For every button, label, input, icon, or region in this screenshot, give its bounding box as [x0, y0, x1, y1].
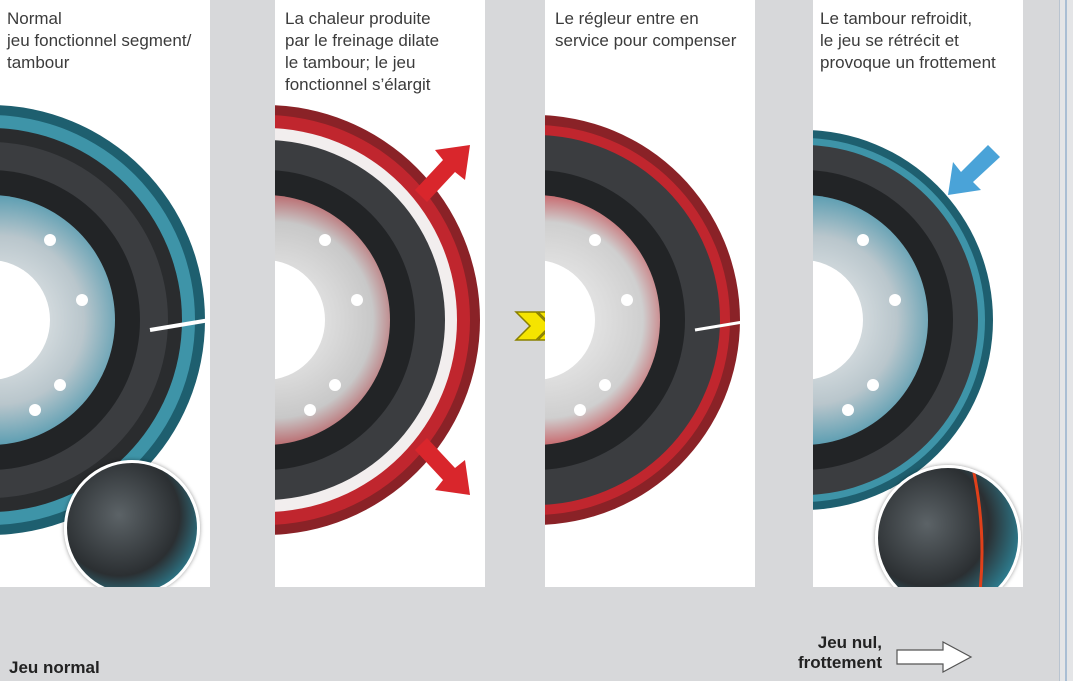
right-strip-line [1065, 0, 1067, 681]
caption-cooling: Le tambour refroidit, le jeu se rétrécit… [820, 9, 996, 72]
friction-line-icon [971, 468, 984, 587]
arrow-down-left-icon [948, 145, 1000, 195]
brake-drum-hot-illustration [275, 105, 480, 535]
right-scroll-strip [1059, 0, 1073, 681]
arrow-down-right-icon [415, 438, 470, 495]
panel-cooling: Le tambour refroidit, le jeu se rétrécit… [813, 0, 1023, 587]
label-zero-gap: Jeu nul, frottement [797, 633, 882, 672]
zoom-zero-gap [875, 465, 1021, 587]
caption-adjuster: Le régleur entre en service pour compens… [555, 9, 737, 50]
panel-normal: Normal jeu fonctionnel segment/ tambour [0, 0, 210, 587]
caption-normal: Normal jeu fonctionnel segment/ tambour [7, 9, 192, 72]
brake-drum-illustration [0, 105, 210, 535]
panel-heat: La chaleur produite par le freinage dila… [275, 0, 485, 587]
label-normal-gap: Jeu normal [9, 658, 100, 677]
arrow-up-right-icon [415, 145, 470, 202]
panel-adjuster: Le régleur entre en service pour compens… [545, 0, 755, 587]
arrow-right-icon [896, 640, 973, 674]
brake-drum-cooled-illustration [813, 130, 1000, 510]
caption-heat: La chaleur produite par le freinage dila… [285, 9, 440, 94]
zoom-normal-gap [64, 460, 200, 587]
brake-drum-adjusted-illustration [545, 115, 755, 525]
